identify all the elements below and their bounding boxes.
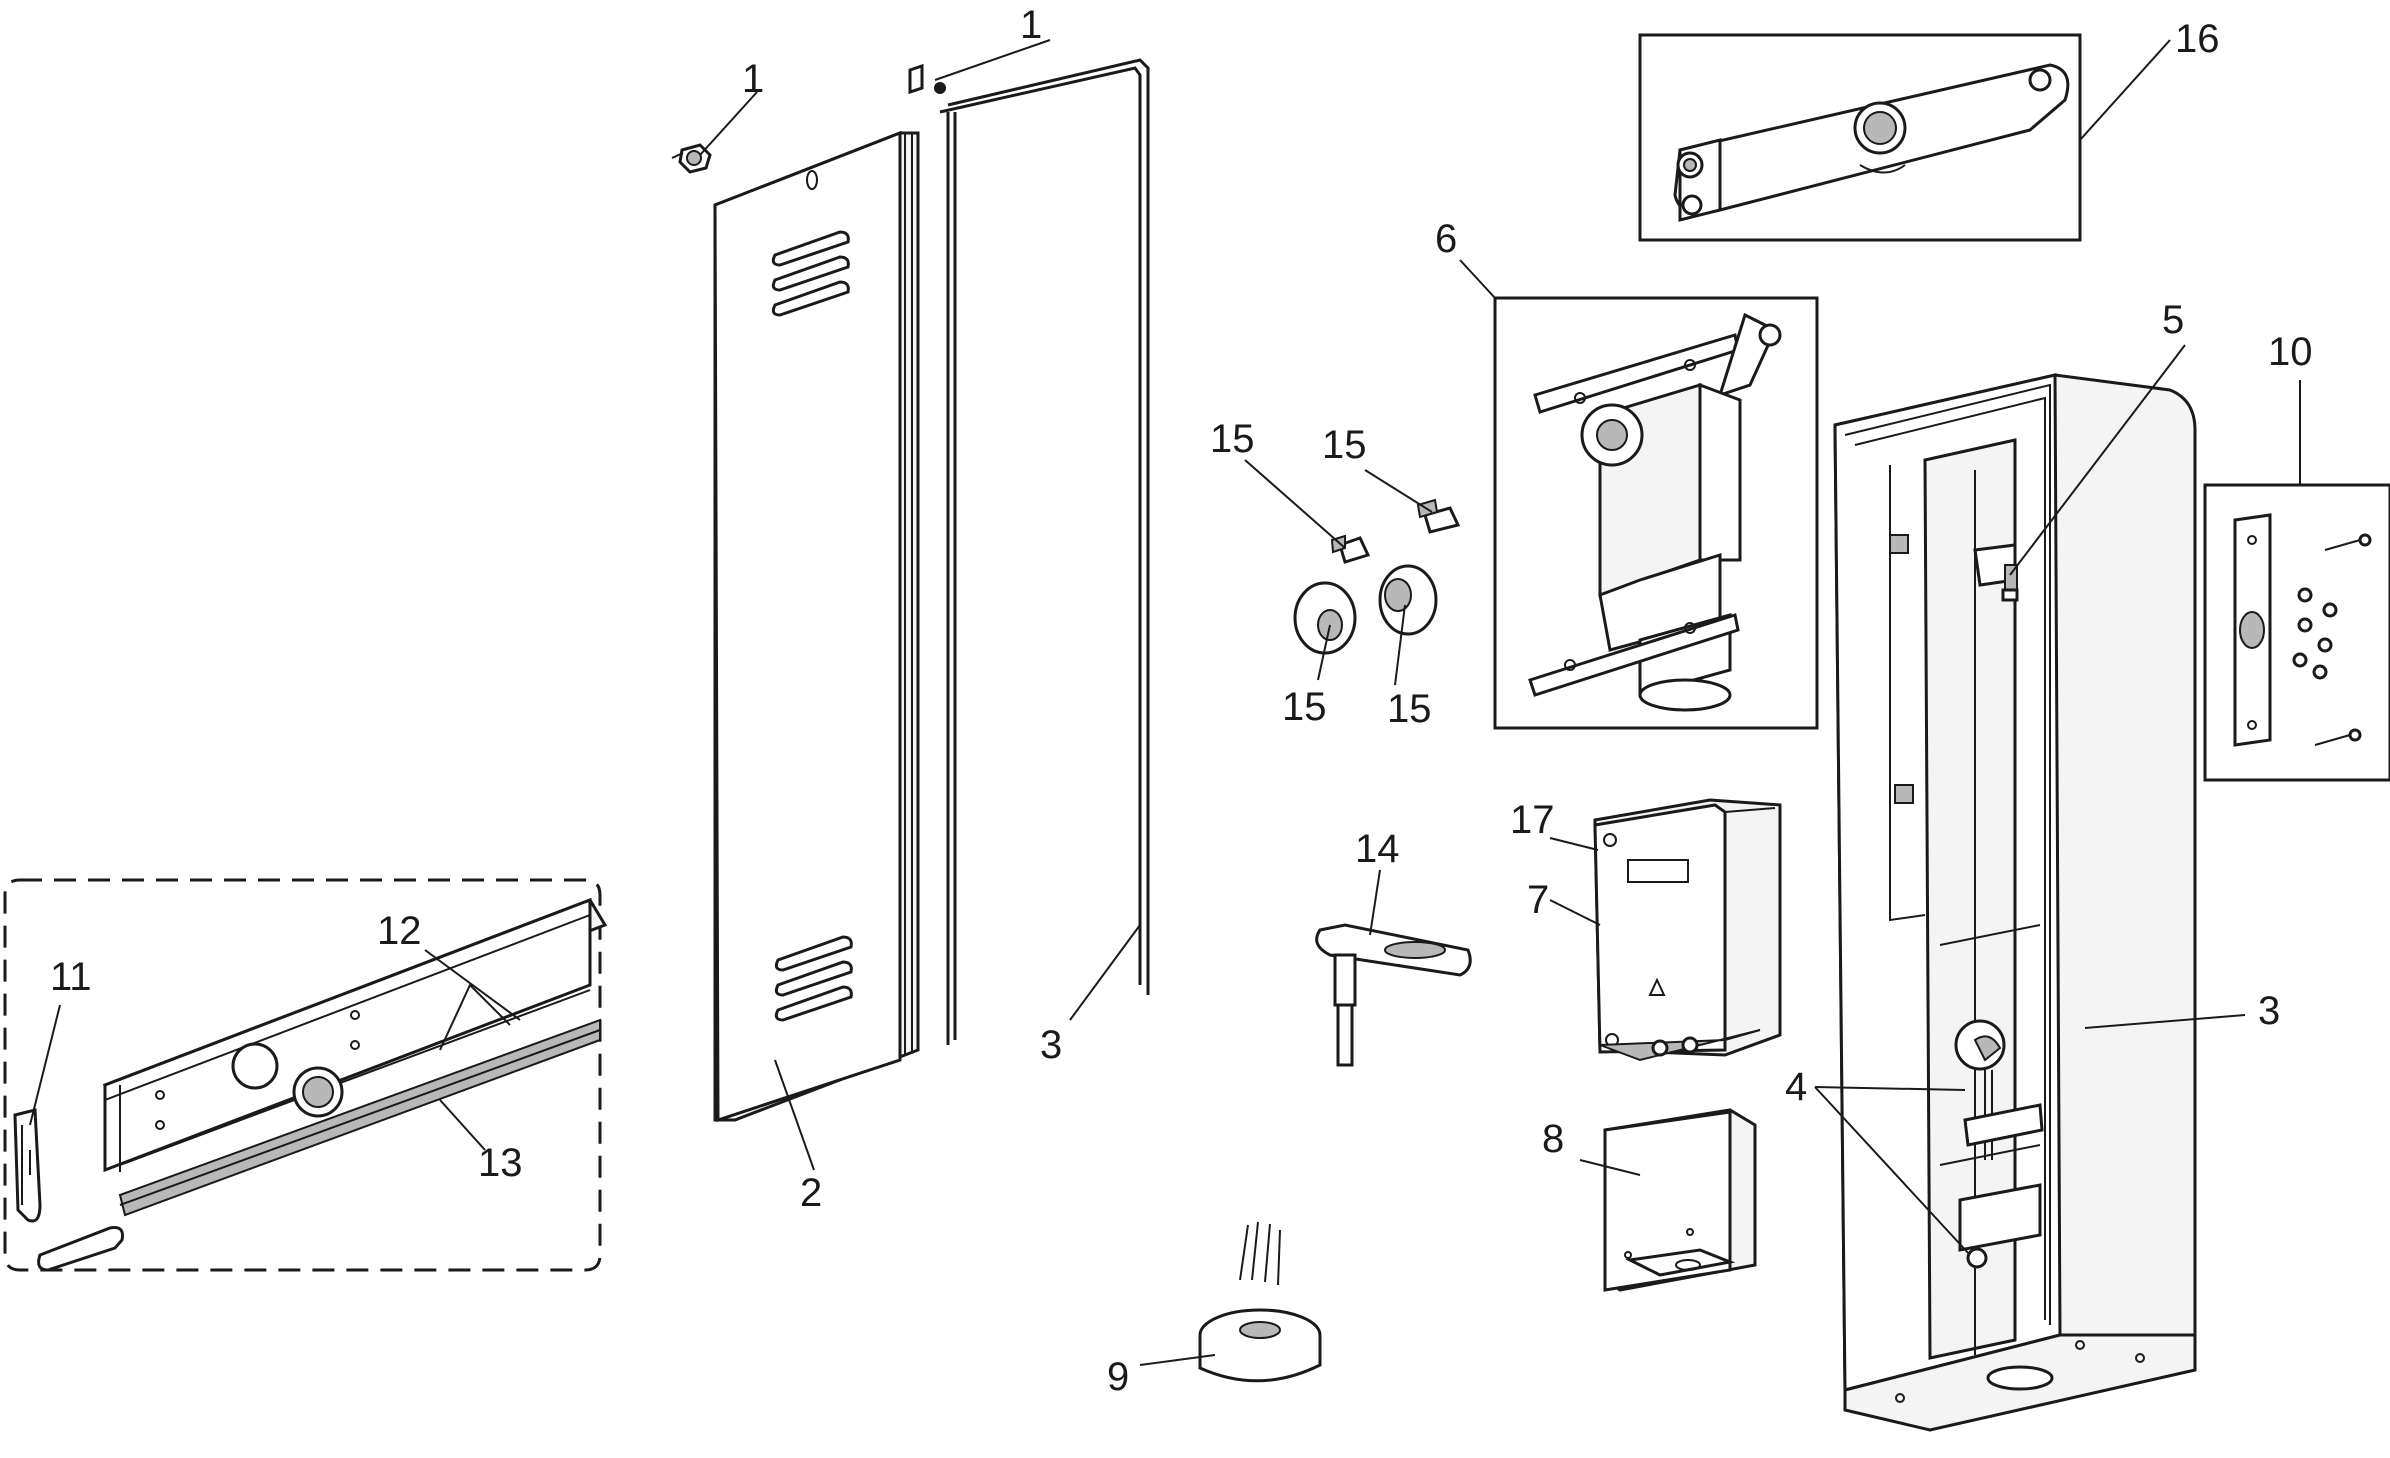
gearmotor-detail-part-6 (1493, 296, 1819, 730)
callout-6-gearmotor: 6 (1435, 217, 1457, 261)
callout-5: 5 (2162, 298, 2184, 342)
boom-rubber-part-13 (37, 1018, 601, 1272)
control-box-part-7 (1593, 798, 1782, 1062)
callout-1-fastener-right: 1 (1020, 3, 1042, 47)
callout-3-cabinet: 3 (2258, 989, 2280, 1033)
end-cap-part-11 (13, 1108, 42, 1223)
callout-13-rubber: 13 (478, 1141, 523, 1185)
limit-switch-part-15 (1293, 498, 1461, 655)
release-key-part-14 (1315, 923, 1472, 1067)
callout-17: 17 (1510, 798, 1555, 842)
callout-16-boom-arm: 16 (2175, 17, 2220, 61)
callout-9-toroid: 9 (1107, 1355, 1129, 1399)
callout-8-junction-box: 8 (1542, 1117, 1564, 1161)
callout-11-end-cap: 11 (50, 955, 92, 999)
callout-14-release-key: 14 (1355, 827, 1400, 871)
callout-15-switch-left: 15 (1210, 417, 1255, 461)
callout-4-parts: 4 (1785, 1065, 1807, 1109)
gasket-frame-part-3 (939, 58, 1150, 1045)
cabinet-body-part-3 (1833, 373, 2197, 1432)
callout-1-fastener-left: 1 (742, 57, 764, 101)
callout-15-switch-right: 15 (1322, 423, 1367, 467)
callout-12-boom-profile: 12 (377, 909, 422, 953)
callout-15-cam-right: 15 (1387, 687, 1432, 731)
leader-lines (29, 39, 2301, 1366)
callout-3-gasket: 3 (1040, 1023, 1062, 1067)
callout-2-front-cover: 2 (800, 1171, 822, 1215)
callout-15-cam-left: 15 (1282, 685, 1327, 729)
callout-7-control-box: 7 (1527, 878, 1549, 922)
boom-profile-detail (3, 878, 608, 1272)
junction-box-part-8 (1603, 1108, 1757, 1292)
base-plate-detail-part-10 (2203, 483, 2390, 782)
boom-arm-detail-part-16 (1638, 33, 2082, 242)
callout-labels: 1 1 2 3 3 4 5 6 7 8 9 10 11 12 13 14 15 … (50, 3, 2313, 1399)
boom-profile-part-12 (102, 897, 608, 1173)
front-cover-part-2 (713, 130, 920, 1123)
callout-10-base-plate: 10 (2268, 330, 2313, 374)
toroid-part-9 (1198, 1221, 1322, 1383)
